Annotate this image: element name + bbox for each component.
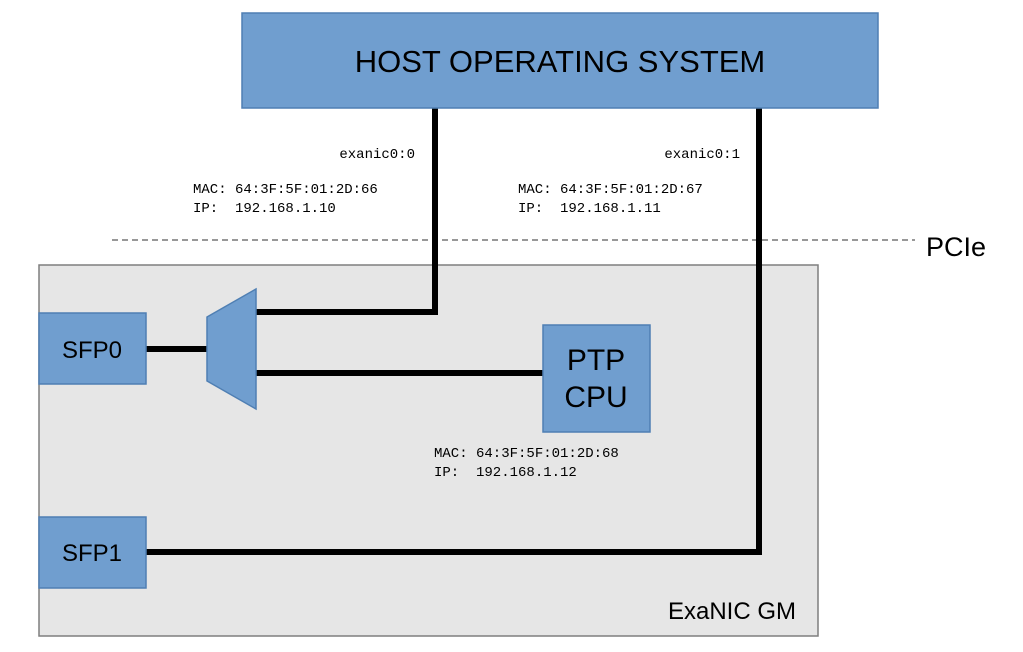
exanic-card [38, 264, 819, 637]
host-operating-system-box: HOST OPERATING SYSTEM [241, 12, 879, 109]
ptp-cpu-ip: IP: 192.168.1.12 [434, 465, 577, 481]
interface-exanic0-1-name: exanic0:1 [664, 147, 740, 163]
ptp-cpu-mac: MAC: 64:3F:5F:01:2D:68 [434, 446, 619, 462]
interface-exanic0-0-name: exanic0:0 [339, 147, 415, 163]
sfp0-port: SFP0 [38, 312, 147, 385]
wire-host-to-mux [256, 108, 438, 315]
sfp1-port: SFP1 [38, 516, 147, 589]
pcie-label: PCIe [926, 232, 986, 262]
mux-splitter-icon [206, 287, 257, 411]
wire-host-to-sfp1 [146, 108, 762, 555]
wires [146, 108, 762, 555]
sfp1-label: SFP1 [62, 540, 122, 567]
host-operating-system-label: HOST OPERATING SYSTEM [355, 44, 766, 79]
interface-exanic0-0-mac: MAC: 64:3F:5F:01:2D:66 [193, 182, 378, 198]
sfp0-label: SFP0 [62, 337, 122, 364]
ptp-cpu-label-line2: CPU [564, 381, 627, 414]
interface-exanic0-1-ip: IP: 192.168.1.11 [518, 201, 661, 217]
interface-exanic0-0-ip: IP: 192.168.1.10 [193, 201, 336, 217]
exanic-gm-label: ExaNIC GM [668, 598, 796, 625]
interface-exanic0-1-mac: MAC: 64:3F:5F:01:2D:67 [518, 182, 703, 198]
ptp-cpu-box: PTP CPU [542, 324, 651, 433]
ptp-cpu-label-line1: PTP [567, 344, 625, 377]
